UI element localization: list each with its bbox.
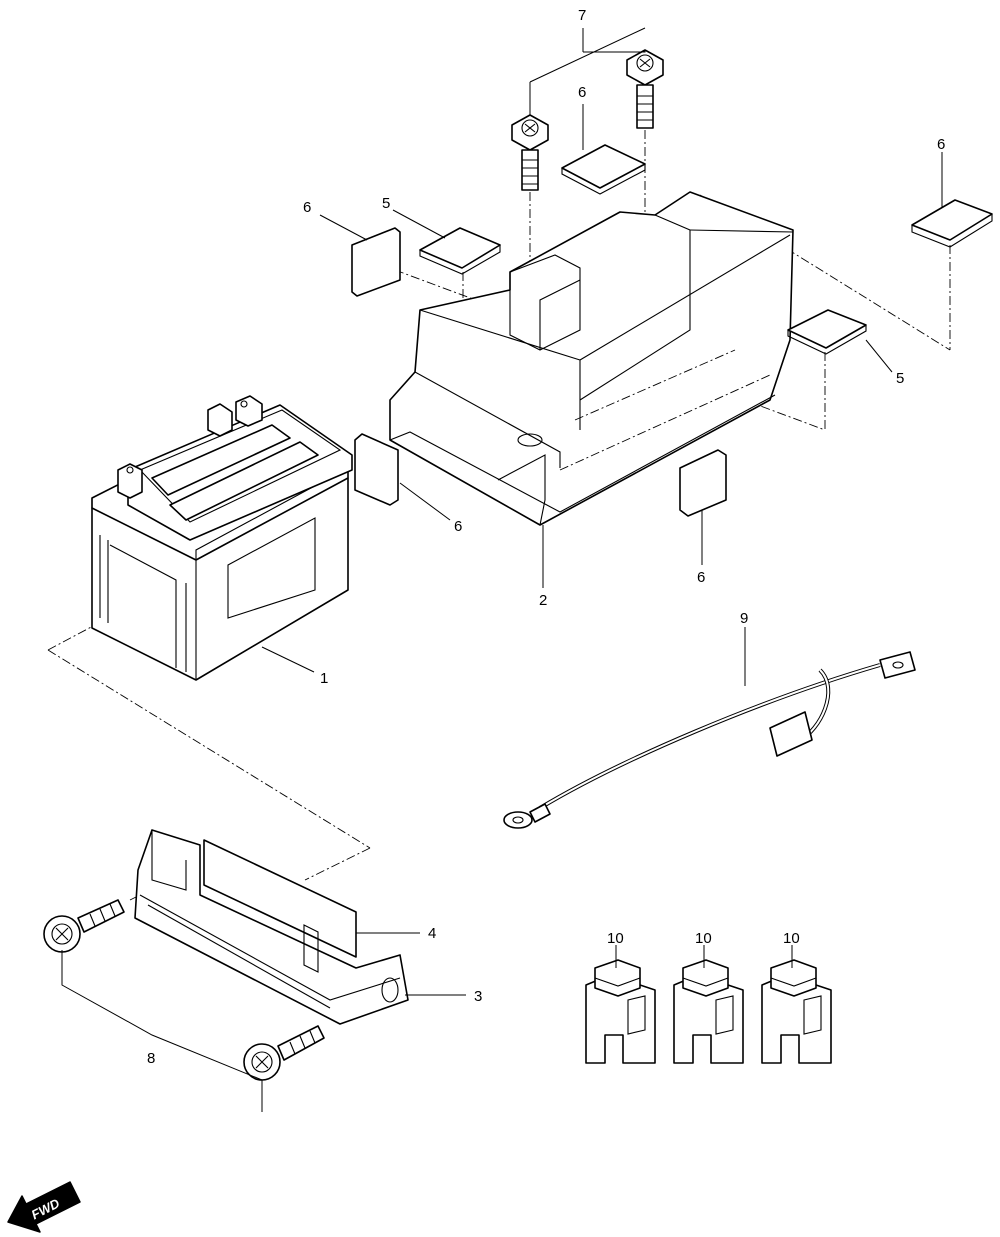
battery-case xyxy=(389,191,794,526)
wire-harness xyxy=(503,651,916,829)
callout-6-left: 6 xyxy=(303,199,311,216)
fuse-3 xyxy=(761,959,832,1064)
leader-lines xyxy=(61,27,943,1112)
callout-3: 3 xyxy=(474,988,482,1005)
arrow-down-left-icon: FWD xyxy=(7,1181,81,1233)
callout-6-right: 6 xyxy=(937,136,945,153)
bolts-top xyxy=(511,49,664,191)
fuses xyxy=(585,959,832,1064)
callout-6-top: 6 xyxy=(578,84,586,101)
callout-6-bottom: 6 xyxy=(697,569,705,586)
callout-8: 8 xyxy=(147,1050,155,1067)
callout-9: 9 xyxy=(740,610,748,627)
callout-7: 7 xyxy=(578,7,586,24)
callout-5-left: 5 xyxy=(382,195,390,212)
callout-2: 2 xyxy=(539,592,547,609)
callout-labels: 1 2 3 4 5 5 6 6 6 6 6 7 8 9 10 10 10 xyxy=(147,7,945,1067)
pads xyxy=(351,144,993,517)
cushion-pad xyxy=(203,839,357,973)
callout-6-mid: 6 xyxy=(454,518,462,535)
callout-10-c: 10 xyxy=(783,930,800,947)
battery-holder xyxy=(134,829,409,1025)
callout-10-a: 10 xyxy=(607,930,624,947)
fuse-2 xyxy=(673,959,744,1064)
callout-1: 1 xyxy=(320,670,328,687)
callout-10-b: 10 xyxy=(695,930,712,947)
callout-5-right: 5 xyxy=(896,370,904,387)
fuse-1 xyxy=(585,959,656,1064)
battery xyxy=(91,395,353,681)
callout-4: 4 xyxy=(428,925,436,942)
